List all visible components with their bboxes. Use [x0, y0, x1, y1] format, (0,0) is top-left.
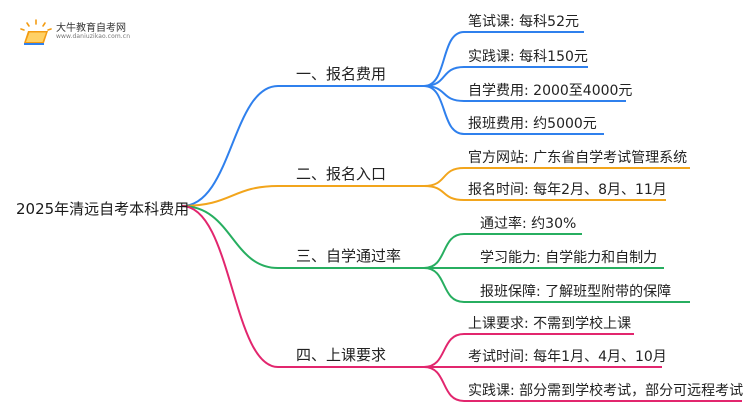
branch-1-leaf-4-connector	[423, 85, 465, 135]
leaf-pass-ability: 学习能力: 自学能力和自制力	[480, 250, 658, 266]
branch-3-leaf-1-connector	[423, 233, 465, 269]
logo-url: www.daniuzikao.com.cn	[56, 33, 131, 40]
root-to-branch-2-connector	[181, 185, 279, 207]
leaf-entry-time: 报名时间: 每年2月、8月、11月	[468, 182, 667, 198]
leaf-fee-practice: 实践课: 每科150元	[468, 49, 588, 65]
leaf-class-exam-time: 考试时间: 每年1月、4月、10月	[468, 349, 667, 365]
root-to-branch-1-connector	[181, 85, 279, 207]
branch-2-leaf-2-connector	[423, 185, 465, 201]
leaf-entry-website: 官方网站: 广东省自学考试管理系统	[468, 150, 688, 166]
branch-1-leaf-2-connector	[423, 66, 465, 87]
leaf-pass-rate: 通过率: 约30%	[480, 216, 577, 232]
branch-1-leaf-1-connector	[423, 31, 465, 87]
leaf-fee-self-study: 自学费用: 2000至4000元	[468, 83, 633, 99]
site-logo[interactable]: 大牛教育自考网 www.daniuzikao.com.cn	[8, 16, 148, 46]
branch-3-leaf-3-connector	[423, 267, 465, 303]
leaf-fee-written: 笔试课: 每科52元	[468, 14, 579, 30]
branch-entry: 二、报名入口	[296, 165, 387, 183]
root-node: 2025年清远自考本科费用	[16, 200, 190, 218]
book-icon	[20, 19, 52, 45]
leaf-class-practice: 实践课: 部分需到学校考试，部分可远程考试	[468, 383, 744, 399]
root-to-branch-3-connector	[181, 205, 279, 269]
root-to-branch-4-connector	[181, 205, 279, 368]
branch-pass-rate: 三、自学通过率	[296, 247, 402, 265]
leaf-class-attendance: 上课要求: 不需到学校上课	[468, 316, 632, 332]
leaf-fee-class: 报班费用: 约5000元	[468, 116, 597, 132]
branch-fee: 一、报名费用	[296, 65, 387, 83]
branch-class-requirement: 四、上课要求	[296, 346, 387, 364]
logo-name: 大牛教育自考网	[56, 23, 126, 34]
branch-2-leaf-1-connector	[423, 167, 465, 187]
leaf-pass-guarantee: 报班保障: 了解班型附带的保障	[480, 284, 672, 300]
branch-4-leaf-3-connector	[423, 366, 465, 402]
branch-4-leaf-1-connector	[423, 333, 465, 368]
